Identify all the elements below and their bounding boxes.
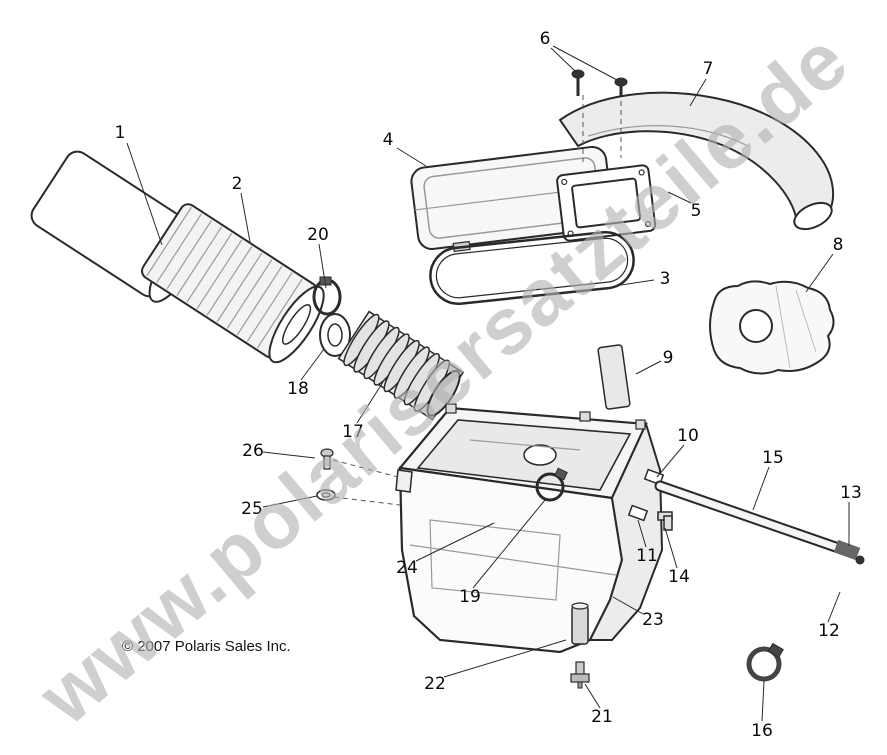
callout-11: 11 — [636, 546, 658, 566]
part-drain-valve — [570, 661, 590, 689]
callout-17: 17 — [342, 422, 364, 442]
part-airbox-body — [395, 403, 664, 654]
callout-leader-lines — [126, 45, 850, 722]
part-drain-tube — [571, 602, 589, 645]
callout-8: 8 — [832, 235, 844, 255]
part-washer — [316, 489, 336, 501]
part-foam-block — [709, 280, 835, 375]
callout-3: 3 — [659, 269, 671, 289]
part-lid-seal — [429, 231, 635, 305]
callout-10: 10 — [677, 426, 699, 446]
callout-15: 15 — [762, 448, 784, 468]
callout-13: 13 — [840, 483, 862, 503]
part-elbow-fitting — [657, 511, 673, 531]
callout-14: 14 — [668, 567, 690, 587]
part-filter-element — [141, 203, 325, 364]
assembly-dashed-lines — [332, 95, 622, 506]
part-inner-clamp — [535, 467, 568, 502]
callout-21: 21 — [591, 707, 613, 727]
part-flange-plate — [556, 164, 657, 242]
callout-18: 18 — [287, 379, 309, 399]
part-intake-boot — [319, 313, 351, 357]
callout-16: 16 — [751, 721, 773, 741]
callout-7: 7 — [702, 59, 714, 79]
part-fitting-lower — [627, 504, 649, 522]
callout-23: 23 — [642, 610, 664, 630]
callout-6: 6 — [539, 29, 551, 49]
callout-24: 24 — [396, 558, 418, 578]
callout-20: 20 — [307, 225, 329, 245]
callout-5: 5 — [690, 201, 702, 221]
callout-9: 9 — [662, 348, 674, 368]
part-intake-duct — [558, 91, 835, 231]
part-hose-clamp — [746, 642, 784, 682]
part-drain-hose — [654, 480, 865, 565]
callout-1: 1 — [114, 123, 126, 143]
callout-2: 2 — [231, 174, 243, 194]
callout-25: 25 — [241, 499, 263, 519]
part-foam-strip — [597, 344, 631, 410]
part-bellows-hose — [337, 310, 465, 421]
callout-19: 19 — [459, 587, 481, 607]
callout-22: 22 — [424, 674, 446, 694]
copyright-notice: © 2007 Polaris Sales Inc. — [122, 638, 291, 655]
part-screw — [320, 448, 334, 470]
callout-26: 26 — [242, 441, 264, 461]
callout-4: 4 — [382, 130, 394, 150]
callout-12: 12 — [818, 621, 840, 641]
